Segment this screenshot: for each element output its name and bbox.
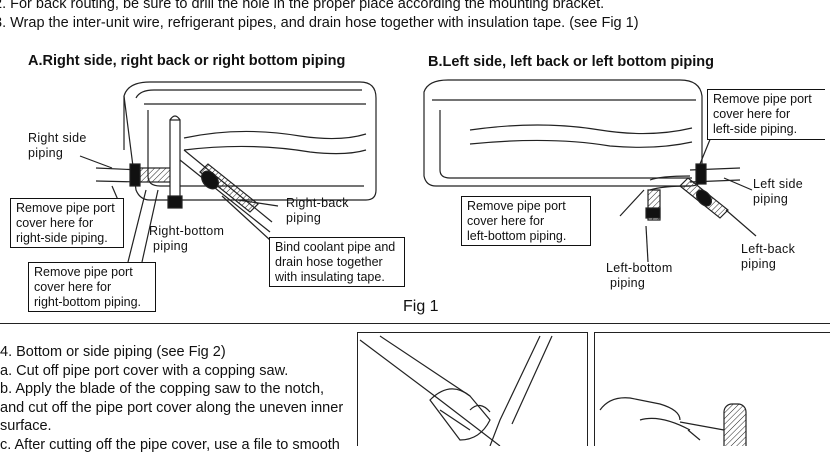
section-4-line-2: a. Cut off pipe port cover with a coppin… bbox=[0, 362, 343, 381]
fig2-right-drawing bbox=[600, 398, 746, 446]
left-bottom-piping-label: Left-bottom piping bbox=[606, 261, 673, 291]
section-divider bbox=[0, 323, 830, 324]
fig2-left-frame bbox=[358, 333, 588, 447]
section-4-line-4: and cut off the pipe port cover along th… bbox=[0, 399, 343, 418]
left-side-piping-label: Left side piping bbox=[753, 177, 803, 207]
panel-b-indoor-unit bbox=[424, 80, 702, 186]
section-4-line-5: surface. bbox=[0, 417, 343, 436]
section-4-line-3: b. Apply the blade of the copping saw to… bbox=[0, 380, 343, 399]
remove-cover-left-bottom-box: Remove pipe port cover here for left-bot… bbox=[461, 196, 591, 246]
right-back-piping-label: Right-back piping bbox=[286, 196, 349, 226]
remove-cover-left-side-box: Remove pipe port cover here for left-sid… bbox=[707, 89, 825, 140]
fig1-caption: Fig 1 bbox=[403, 298, 439, 316]
fig2-right-frame bbox=[595, 333, 830, 447]
remove-cover-right-bottom-box: Remove pipe port cover here for right-bo… bbox=[28, 262, 156, 312]
section-4-line-6: c. After cutting off the pipe cover, use… bbox=[0, 436, 343, 454]
left-back-piping-label: Left-back piping bbox=[741, 242, 795, 272]
bind-coolant-pipe-box: Bind coolant pipe and drain hose togethe… bbox=[269, 237, 405, 287]
fig2-left-drawing bbox=[360, 336, 552, 446]
right-bottom-piping-label: Right-bottom piping bbox=[149, 224, 224, 254]
section-4-line-1: 4. Bottom or side piping (see Fig 2) bbox=[0, 343, 343, 362]
right-side-piping-label: Right side piping bbox=[28, 131, 87, 161]
remove-cover-right-side-box: Remove pipe port cover here for right-si… bbox=[10, 198, 124, 248]
section-4-text: 4. Bottom or side piping (see Fig 2) a. … bbox=[0, 343, 343, 454]
